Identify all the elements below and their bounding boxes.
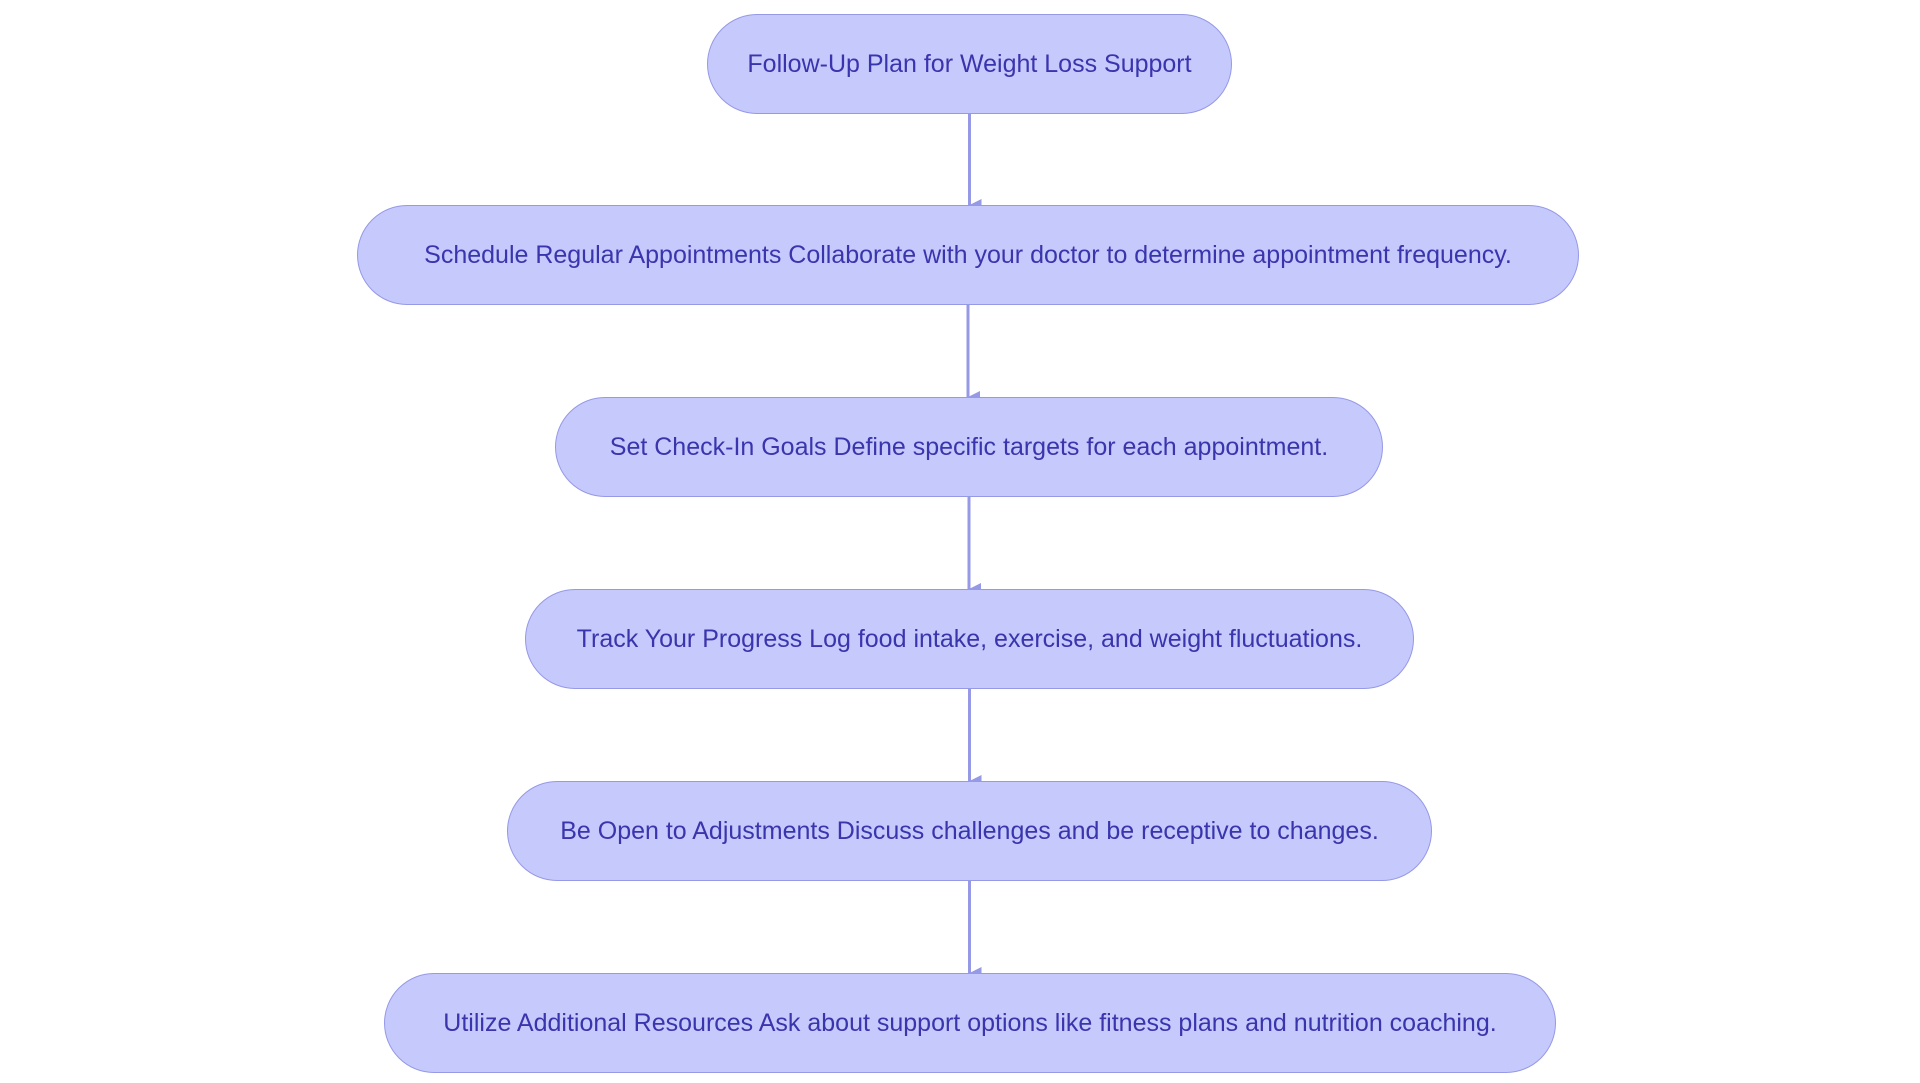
flow-node-schedule-appointments: Schedule Regular Appointments Collaborat…	[357, 205, 1579, 305]
flow-node-adjustments: Be Open to Adjustments Discuss challenge…	[507, 781, 1432, 881]
flow-node-track-progress: Track Your Progress Log food intake, exe…	[525, 589, 1414, 689]
flow-node-title: Follow-Up Plan for Weight Loss Support	[707, 14, 1232, 114]
flow-node-additional-resources: Utilize Additional Resources Ask about s…	[384, 973, 1556, 1073]
flow-node-check-in-goals: Set Check-In Goals Define specific targe…	[555, 397, 1383, 497]
